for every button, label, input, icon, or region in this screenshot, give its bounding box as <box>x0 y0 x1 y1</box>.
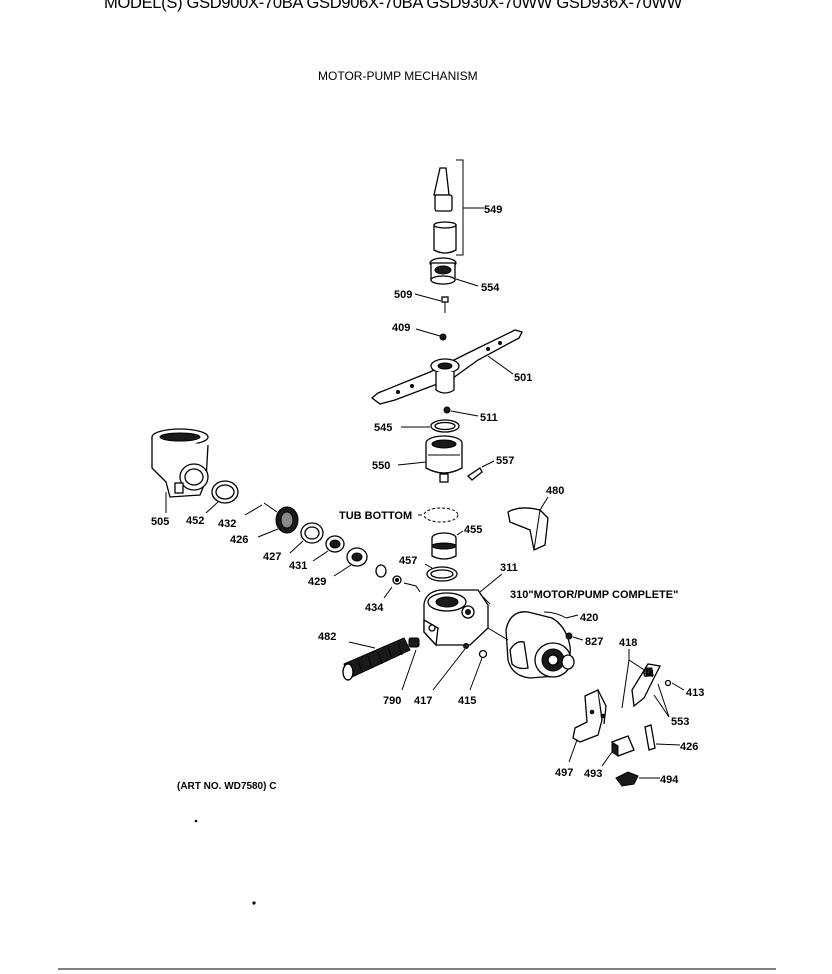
duct-part <box>507 507 549 551</box>
label-550: 550 <box>372 460 390 472</box>
label-553: 553 <box>671 716 689 728</box>
pump-guard-part <box>431 532 457 560</box>
label-509: 509 <box>394 289 412 301</box>
label-501: 501 <box>514 372 532 384</box>
nut-part <box>443 406 451 414</box>
label-tub-bottom: TUB BOTTOM <box>339 510 412 522</box>
label-545: 545 <box>374 422 392 434</box>
label-413: 413 <box>686 687 704 699</box>
label-415: 415 <box>458 695 476 707</box>
clamp-part <box>211 480 239 504</box>
mounting-bracket-part <box>572 689 607 743</box>
sump-housing-part <box>151 428 209 498</box>
washer-415-part <box>478 649 488 659</box>
pump-housing-part <box>423 589 491 647</box>
label-429: 429 <box>308 576 326 588</box>
drain-hose-part <box>342 637 420 681</box>
washer-417-part <box>463 643 469 649</box>
terminal-part <box>644 724 656 751</box>
tub-bottom-outline <box>423 507 459 523</box>
label-311: 311 <box>500 562 518 574</box>
motor-part <box>487 611 575 679</box>
label-494: 494 <box>660 774 679 786</box>
bracket-418-part <box>631 663 661 708</box>
label-457: 457 <box>399 555 417 567</box>
screw-part <box>441 296 449 313</box>
gasket-part <box>325 535 345 553</box>
label-549: 549 <box>484 204 502 216</box>
label-827: 827 <box>585 636 603 648</box>
bearing-part <box>346 547 368 567</box>
label-511: 511 <box>480 412 498 424</box>
diagram-title: MOTOR-PUMP MECHANISM <box>318 69 478 83</box>
label-409: 409 <box>392 322 410 334</box>
label-420: 420 <box>580 612 598 624</box>
label-418: 418 <box>619 637 637 649</box>
lower-spray-arm-part <box>370 329 523 405</box>
label-480: 480 <box>546 485 564 497</box>
screw-827-part <box>565 632 573 640</box>
label-790: 790 <box>383 695 401 707</box>
relay-part <box>611 735 635 757</box>
label-455: 455 <box>464 524 482 536</box>
impeller-part <box>263 502 299 534</box>
wire-part <box>543 611 567 619</box>
label-426b: 426 <box>680 741 698 753</box>
label-482: 482 <box>318 631 336 643</box>
washer-part <box>439 333 447 341</box>
spray-tower-base-part <box>429 257 457 285</box>
art-number: (ART NO. WD7580) C <box>177 781 276 792</box>
label-310: 310"MOTOR/PUMP COMPLETE" <box>510 589 678 601</box>
drain-parts <box>375 564 421 593</box>
ring-clamp-part <box>426 566 458 582</box>
label-554: 554 <box>481 282 500 294</box>
label-452: 452 <box>186 515 204 527</box>
clip-part <box>466 467 483 481</box>
label-493: 493 <box>584 768 602 780</box>
pump-inlet-part <box>425 435 463 483</box>
label-417: 417 <box>414 695 432 707</box>
label-64: 64 <box>643 669 655 680</box>
cover-part <box>615 771 639 787</box>
model-numbers: MODEL(S) GSD900X-70BA GSD906X-70BA GSD93… <box>104 0 683 12</box>
label-497: 497 <box>555 767 573 779</box>
label-426a: 426 <box>230 534 248 546</box>
label-434: 434 <box>365 602 384 614</box>
label-427: 427 <box>263 551 281 563</box>
seal-part <box>300 522 324 544</box>
bracket-549 <box>456 159 484 256</box>
spray-tower-part <box>433 167 457 254</box>
label-505: 505 <box>151 516 169 528</box>
label-432: 432 <box>218 518 236 530</box>
label-431: 431 <box>289 560 307 572</box>
label-557: 557 <box>496 455 514 467</box>
